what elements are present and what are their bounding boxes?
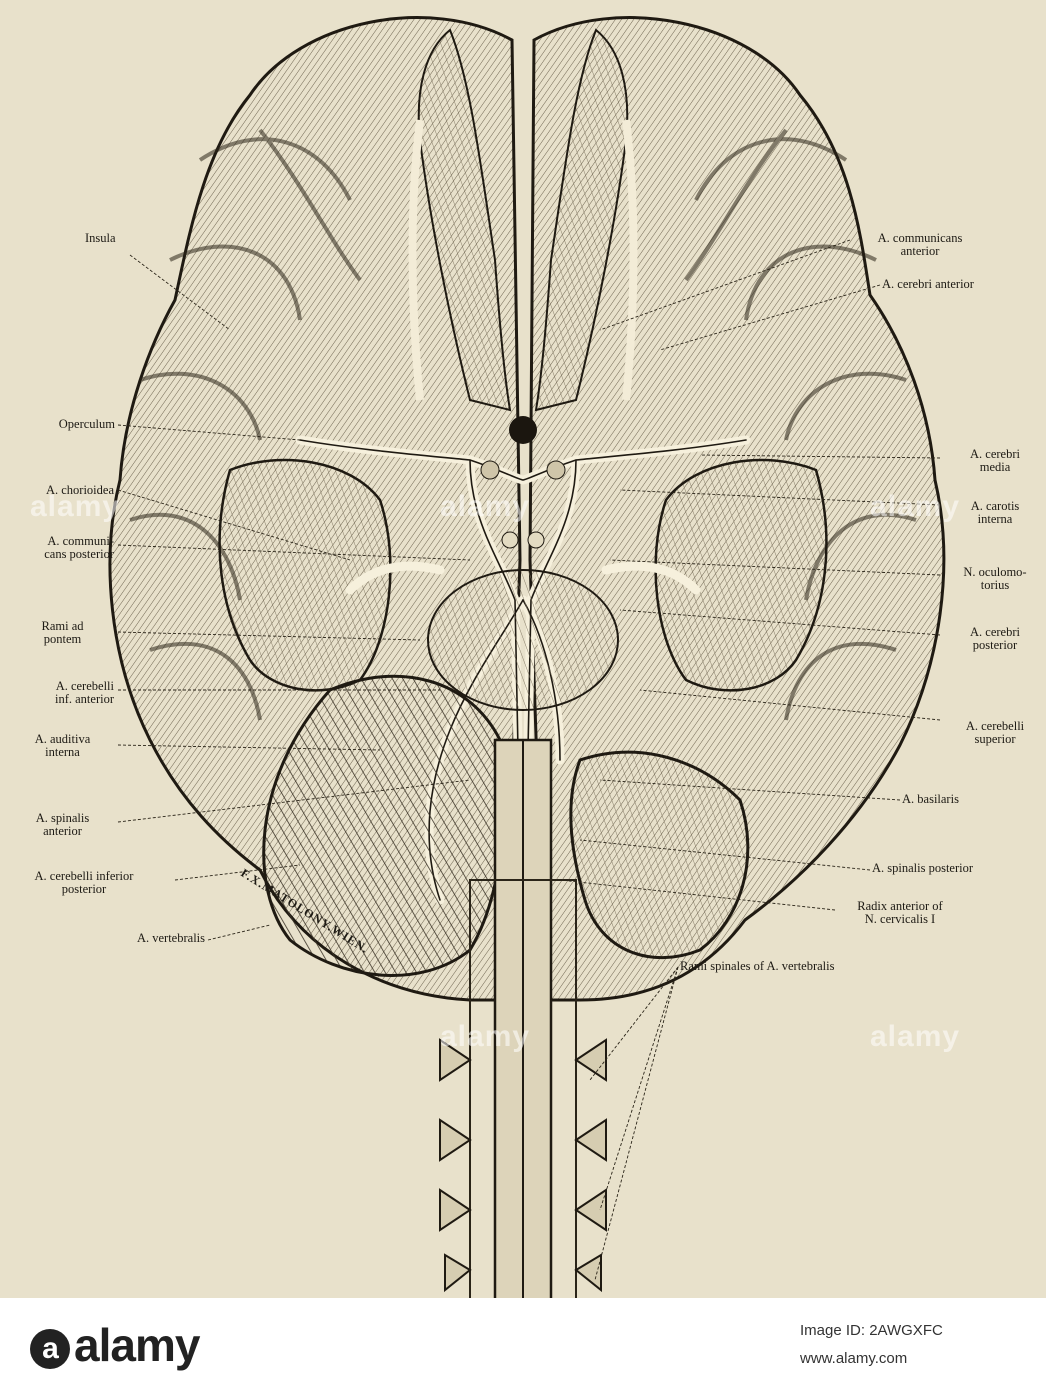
label-a-spinalis-posterior: A. spinalis posterior [872, 861, 974, 875]
label-a-cerebri-anterior: A. cerebri anterior [882, 277, 974, 291]
watermark: alamy [870, 490, 961, 523]
label-insula: Insula [85, 231, 116, 245]
watermark: alamy [870, 1020, 961, 1053]
anatomy-plate: F.X.MATOLONY.WIEN. Insula Operculum A. c… [0, 0, 1046, 1298]
right-cerebellum [569, 750, 750, 960]
label-rami-spinales: Rami spinales of A. vertebralis [680, 959, 835, 973]
alamy-logo-mark-icon: a [30, 1328, 70, 1369]
label-a-vertebralis: A. vertebralis [136, 931, 205, 945]
brain-base-illustration: F.X.MATOLONY.WIEN. [108, 16, 946, 1298]
left-cerebellum [262, 674, 506, 977]
label-a-chorioidea: A. chorioidea [45, 483, 114, 497]
label-a-basilaris: A. basilaris [902, 792, 959, 806]
watermark: alamy [30, 490, 121, 523]
image-id: Image ID: 2AWGXFC [800, 1322, 943, 1339]
watermark: alamy [440, 1020, 531, 1053]
pons [427, 569, 619, 711]
label-operculum: Operculum [58, 417, 115, 431]
label-n-oculomotorius: N. oculomo-torius [963, 565, 1027, 592]
label-a-communicans-posterior: A. communi-cans posterior [44, 534, 114, 561]
watermark: alamy [440, 490, 531, 523]
site-url[interactable]: www.alamy.com [800, 1350, 908, 1367]
right-temporal-lobe [654, 458, 828, 692]
stock-footer [0, 1298, 1046, 1390]
